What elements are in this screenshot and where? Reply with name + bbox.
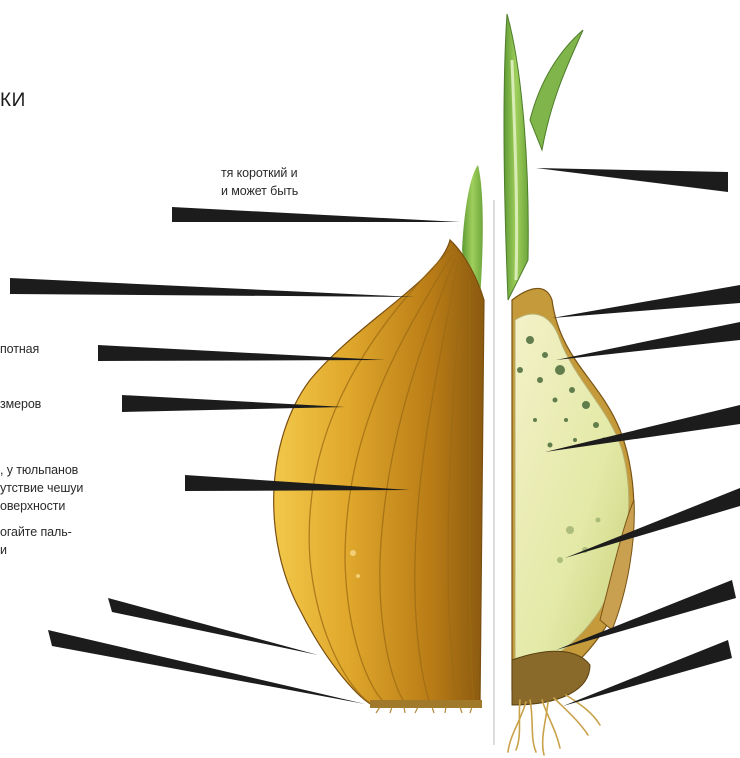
leader-line-base-1 [108, 598, 318, 655]
leader-line-sprout [536, 168, 728, 192]
leader-line-basal [556, 580, 736, 650]
leader-line-outer-scale [552, 285, 740, 318]
leader-line-tunic [98, 345, 385, 361]
leader-line-base-2 [48, 630, 365, 704]
leader-line-stem [172, 207, 460, 222]
leader-line-roots [563, 640, 732, 706]
leader-line-neck [10, 278, 415, 297]
leader-line-tulips [185, 475, 410, 491]
leader-line-flesh [545, 405, 740, 452]
leader-line-lateral [565, 488, 740, 558]
leader-line-rot-spots [556, 322, 740, 360]
leader-line-size [122, 395, 345, 412]
